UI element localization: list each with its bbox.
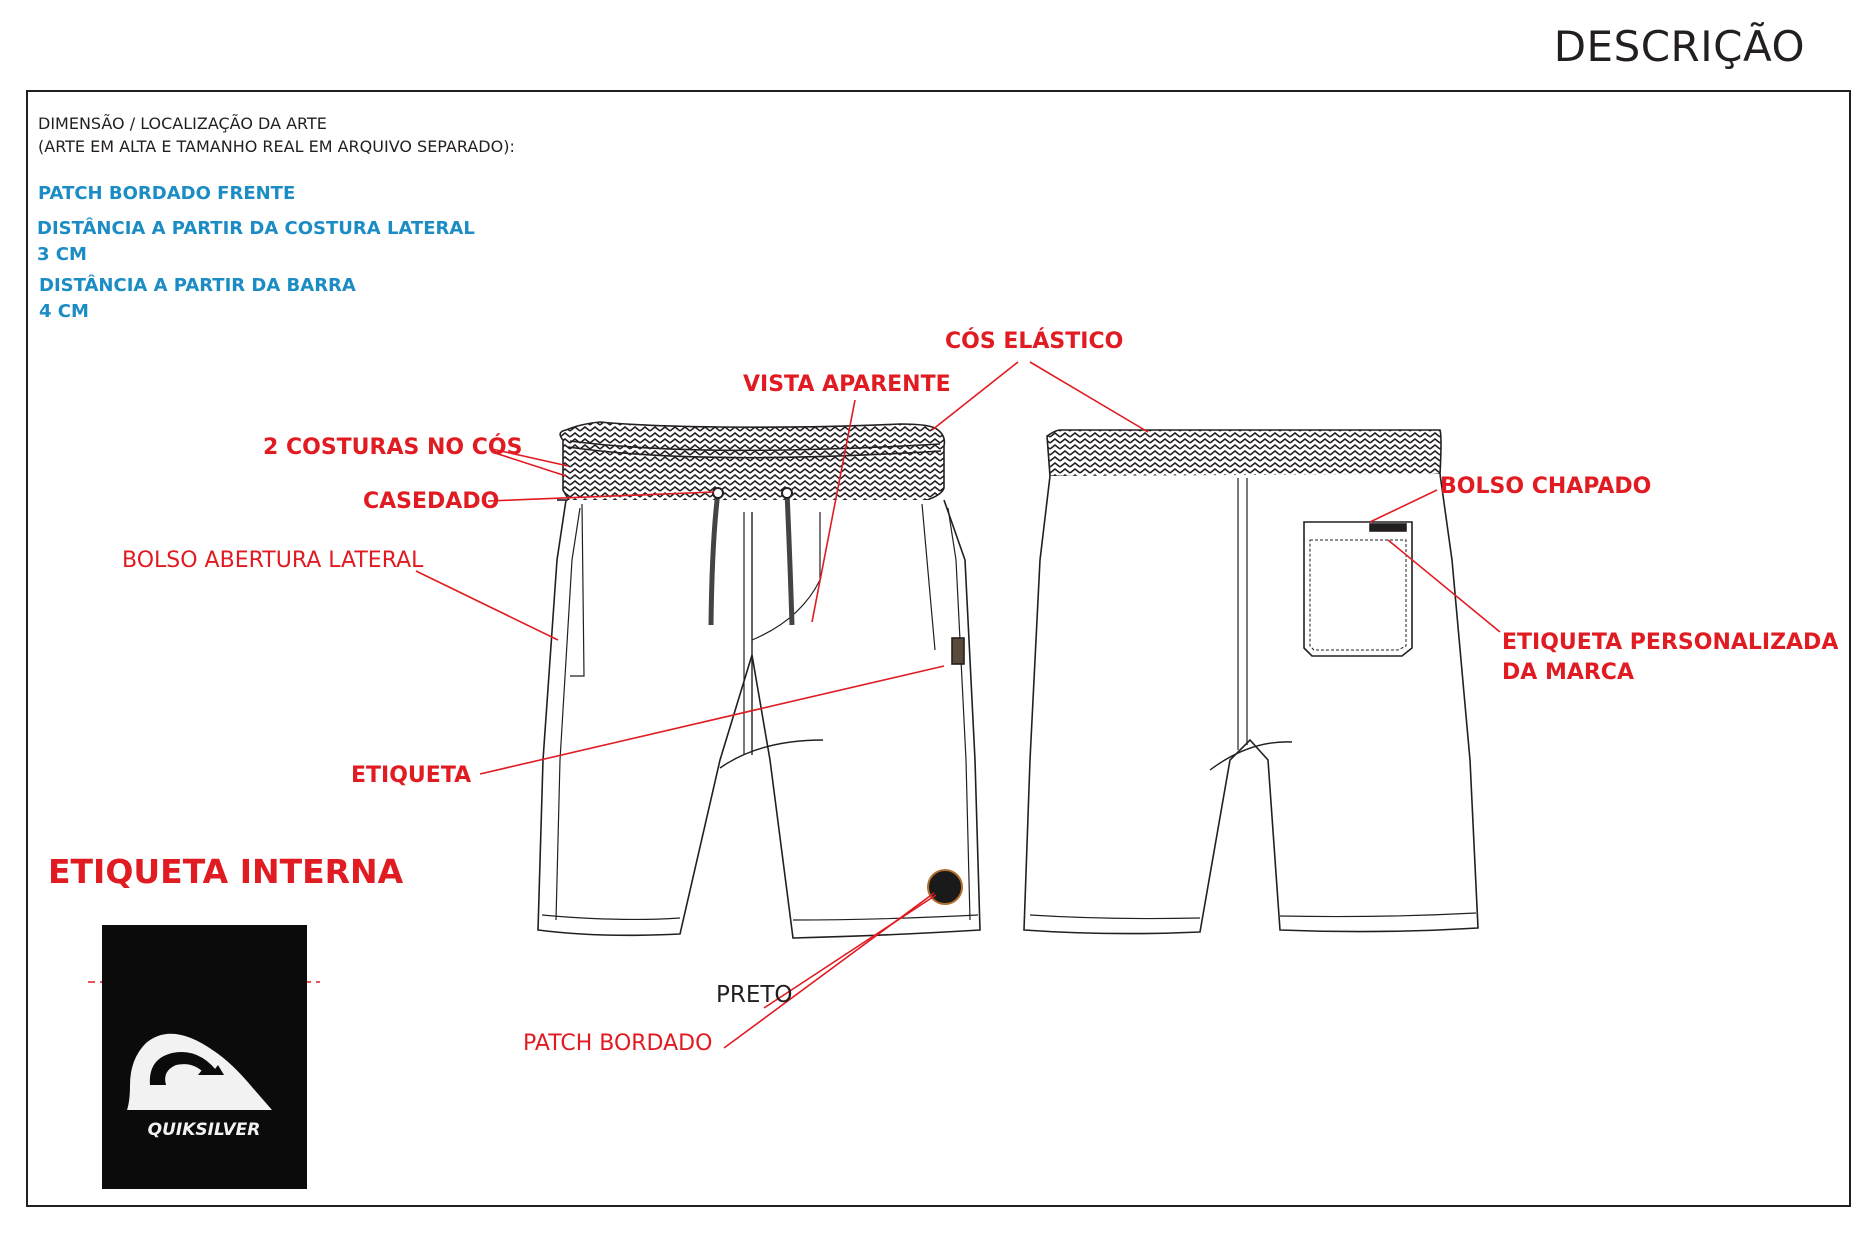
back-waistband	[1046, 429, 1442, 480]
internal-label-swatch: QUIKSILVER	[102, 925, 307, 1189]
front-shorts-body	[537, 499, 981, 939]
label-side-pocket: BOLSO ABERTURA LATERAL	[122, 548, 424, 573]
art-file-note: (ARTE EM ALTA E TAMANHO REAL EM ARQUIVO …	[38, 137, 515, 156]
label-patch-pocket: BOLSO CHAPADO	[1440, 474, 1652, 499]
label-black-color: PRETO	[716, 982, 793, 1008]
art-dimension-heading: DIMENSÃO / LOCALIZAÇÃO DA ARTE	[38, 114, 327, 133]
back-brand-tag	[1369, 523, 1407, 532]
content-frame	[26, 90, 1851, 1207]
internal-label-title: ETIQUETA INTERNA	[48, 852, 404, 891]
label-elastic-waist: CÓS ELÁSTICO	[945, 329, 1124, 354]
label-embroidered-patch: PATCH BORDADO	[523, 1031, 713, 1056]
side-seam-distance-label: DISTÂNCIA A PARTIR DA COSTURA LATERAL	[37, 218, 475, 239]
label-tag: ETIQUETA	[351, 763, 472, 788]
annotation-leaders	[415, 361, 1501, 1049]
label-brand-tag-line1: ETIQUETA PERSONALIZADA	[1502, 630, 1839, 655]
embroidered-patch	[927, 869, 963, 905]
back-patch-pocket	[1303, 521, 1413, 657]
page-title: DESCRIÇÃO	[1553, 22, 1805, 71]
patch-front-heading: PATCH BORDADO FRENTE	[38, 183, 296, 204]
side-seam-distance-value: 3 CM	[37, 244, 87, 265]
back-shorts-body	[1023, 473, 1479, 935]
quiksilver-logo-icon: QUIKSILVER	[127, 1033, 272, 1140]
label-brand-tag-line2: DA MARCA	[1502, 660, 1634, 685]
label-buttonhole: CASEDADO	[363, 489, 500, 514]
hem-distance-value: 4 CM	[39, 301, 89, 322]
side-tag	[951, 637, 965, 665]
front-waistband	[559, 421, 946, 514]
brand-wordmark: QUIKSILVER	[148, 1120, 261, 1140]
label-visible-facing: VISTA APARENTE	[743, 372, 951, 397]
back-view-shorts	[1023, 429, 1479, 935]
drawstring-right	[784, 491, 795, 626]
hem-distance-label: DISTÂNCIA A PARTIR DA BARRA	[39, 275, 356, 296]
label-two-waist-seams: 2 COSTURAS NO CÓS	[263, 435, 523, 460]
front-view-shorts	[537, 421, 981, 939]
drawstring-left	[708, 491, 721, 626]
